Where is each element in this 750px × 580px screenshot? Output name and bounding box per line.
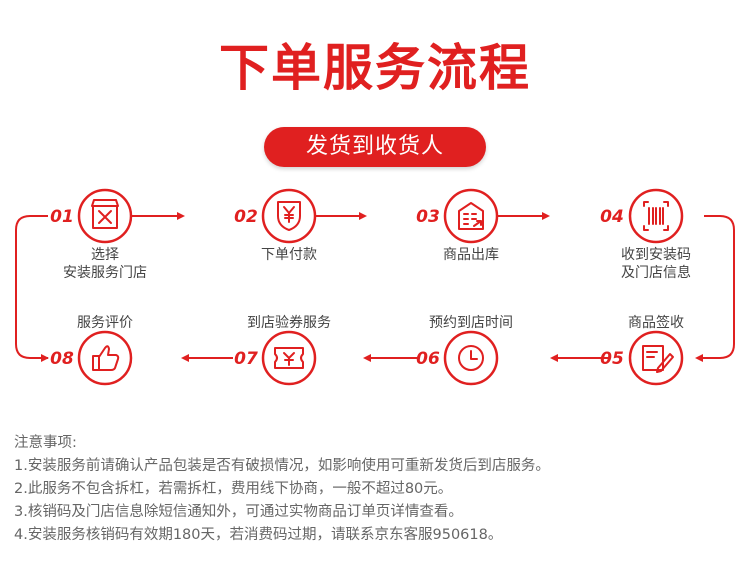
note-item: 2.此服务不包含拆杠，若需拆杠，费用线下协商，一般不超过80元。 [14,481,453,497]
sign-pen-icon [642,345,674,373]
step-circle-03 [443,188,499,244]
step-num-01: 01 [50,207,74,227]
page-title: 下单服务流程 [219,39,531,97]
store-tools-icon [91,199,119,229]
service-flow-diagram: 01 02 03 04 05 06 07 08 [15,188,735,386]
step-num-03: 03 [416,207,440,227]
barcode-icon [643,201,669,231]
step-num-06: 06 [416,349,440,369]
delivery-banner: 发货到收货人 [264,127,486,167]
clock-icon [458,345,484,371]
arrow-06-07 [363,354,371,362]
step-num-04: 04 [600,207,624,227]
arrow-loop-left [41,354,49,362]
step-label-07: 到店验券服务 [247,315,331,331]
flow-loop-right [700,215,735,359]
step-label-08: 服务评价 [77,315,133,331]
step-circle-05 [628,330,684,386]
coupon-icon [274,347,304,369]
step-label-01: 选择 安装服务门店 [63,247,147,281]
note-item: 3.核销码及门店信息除短信通知外，可通过实物商品订单页详情查看。 [14,504,463,520]
arrow-05-06 [550,354,558,362]
notes-section: 注意事项: 1.安装服务前请确认产品包装是否有破损情况，如影响使用可重新发货后到… [14,432,734,547]
step-num-08: 08 [50,349,74,369]
warehouse-icon [458,202,484,230]
arrow-07-08 [181,354,189,362]
step-label-03: 商品出库 [443,247,499,263]
step-label-05: 商品签收 [628,315,684,331]
step-num-02: 02 [234,207,258,227]
flow-loop-left [15,215,48,359]
step-num-05: 05 [600,349,624,369]
arrow-02-03 [359,212,367,220]
notes-heading: 注意事项: [14,435,77,451]
step-num-07: 07 [234,349,258,369]
note-item: 4.安装服务核销码有效期180天，若消费码过期，请联系京东客服950618。 [14,527,503,543]
step-label-02: 下单付款 [261,247,317,263]
arrow-01-02 [177,212,185,220]
arrow-loop-right [695,354,703,362]
thumbs-up-icon [92,345,120,371]
step-circle-08 [77,330,133,386]
step-label-04: 收到安装码 及门店信息 [621,247,691,281]
note-item: 1.安装服务前请确认产品包装是否有破损情况，如影响使用可重新发货后到店服务。 [14,458,550,474]
arrow-03-04 [542,212,550,220]
yen-shield-icon [277,201,301,231]
step-label-06: 预约到店时间 [429,315,513,331]
